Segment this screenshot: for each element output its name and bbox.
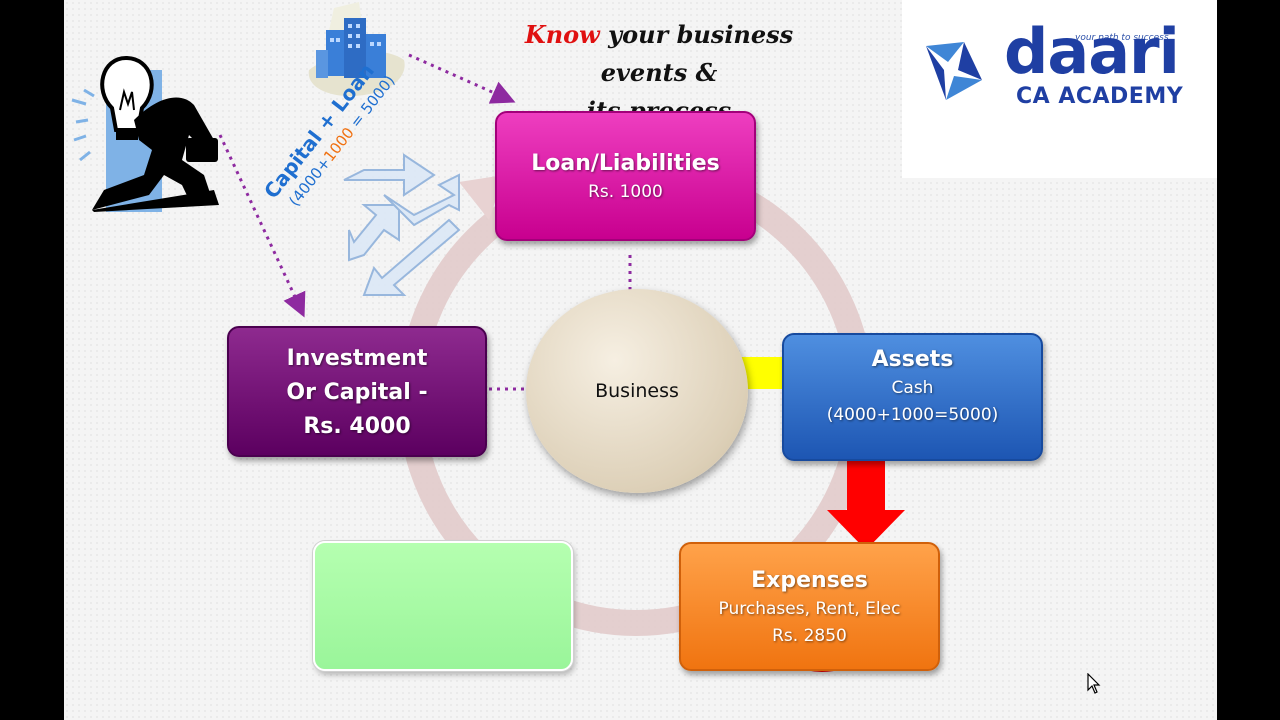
loan-amount: Rs. 1000: [588, 182, 663, 202]
assets-cash: Cash: [891, 378, 934, 398]
logo-word: daari: [1004, 15, 1180, 88]
expenses-items: Purchases, Rent, Elec: [718, 599, 901, 619]
logo-tagline: your path to success: [1075, 33, 1169, 43]
investment-line1: Investment: [286, 346, 428, 371]
assets-box: Assets Cash (4000+1000=5000): [782, 333, 1043, 461]
slide: Capital + Loan (4000+1000 = 5000) Know y…: [64, 0, 1217, 720]
dotted-arrow-building-to-loan: [408, 53, 516, 104]
assets-total: (4000+1000=5000): [826, 405, 999, 425]
mouse-cursor-icon: [1087, 673, 1101, 694]
empty-green-box: [313, 541, 573, 671]
red-arrow: [827, 446, 905, 550]
slide-title: Know your business events & its process: [484, 16, 834, 130]
four-way-arrows-icon: [343, 153, 461, 296]
business-circle: Business: [526, 289, 748, 493]
title-highlight: Know: [524, 20, 600, 49]
loan-liabilities-box: Loan/Liabilities Rs. 1000: [495, 111, 756, 241]
assets-head: Assets: [871, 347, 954, 372]
logo-subtitle: CA ACADEMY: [1016, 84, 1184, 109]
city-buildings-icon: [308, 2, 405, 96]
investment-line2: Or Capital -: [286, 380, 428, 405]
dotted-arrow-man-to-investment: [218, 134, 306, 318]
daari-logo-icon: [926, 42, 982, 100]
cycle-arrow-head: [459, 175, 504, 220]
business-label: Business: [595, 380, 679, 402]
expenses-box: Expenses Purchases, Rent, Elec Rs. 2850: [679, 542, 940, 671]
investment-capital-box: Investment Or Capital - Rs. 4000: [227, 326, 487, 457]
daari-logo: your path to success daari CA ACADEMY: [902, 0, 1217, 178]
loan-head: Loan/Liabilities: [531, 151, 720, 176]
lightbulb-businessman-icon: [71, 55, 219, 212]
expenses-amount: Rs. 2850: [772, 626, 847, 646]
investment-line3: Rs. 4000: [303, 414, 411, 439]
title-line1: your business events &: [599, 20, 794, 87]
expenses-head: Expenses: [751, 568, 868, 593]
